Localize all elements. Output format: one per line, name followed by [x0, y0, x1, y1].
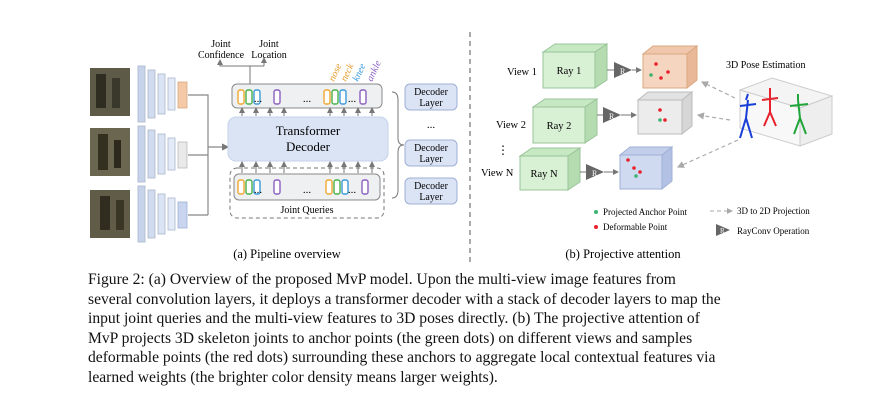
- query-token: [361, 179, 369, 195]
- view-n-label: View N: [481, 168, 514, 179]
- feature-stack-2: [137, 125, 188, 183]
- query-token: [253, 89, 261, 105]
- views-vdots: ⋮: [497, 143, 509, 157]
- query-token: [341, 179, 349, 195]
- svg-text:R: R: [620, 67, 626, 76]
- subcaption-a: (a) Pipeline overview: [233, 247, 341, 261]
- svg-text:R: R: [592, 169, 598, 178]
- decoder-brace: [391, 91, 405, 199]
- svg-text:Ray 2: Ray 2: [547, 121, 572, 132]
- input-ellipsis: ...: [303, 184, 312, 196]
- caption-line: input joint queries and the multi-view f…: [88, 310, 700, 328]
- feature-cube-2: [636, 90, 694, 136]
- input-dots: ...: [254, 184, 263, 196]
- query-token: [237, 89, 245, 105]
- projection-arrows: [676, 81, 739, 168]
- transformer-decoder-label-2: Decoder: [286, 139, 331, 154]
- feature-merge-lines: [188, 94, 230, 216]
- query-token: [273, 89, 281, 105]
- input-image-1: [90, 68, 130, 116]
- legend-deformable: Deformable Point: [603, 222, 668, 232]
- transformer-decoder-label: Transformer: [276, 123, 341, 138]
- output-dots: ...: [254, 93, 263, 105]
- ray-box-2: Ray 2: [531, 98, 599, 144]
- feature-stack-1: [137, 65, 188, 123]
- decoder-layer-3: Decoder Layer: [404, 177, 458, 205]
- decoder-layer-ellipsis: ...: [427, 119, 436, 131]
- feature-stack-3: [137, 185, 188, 243]
- ray-box-n: Ray N: [518, 147, 582, 191]
- legend-anchor: Projected Anchor Point: [603, 207, 687, 217]
- input-dots-2: ...: [348, 184, 357, 196]
- svg-text:Ray N: Ray N: [530, 169, 558, 180]
- svg-text:R: R: [720, 227, 725, 235]
- joint-location-label: Joint: [259, 39, 279, 50]
- rayconv-1: R: [614, 62, 632, 78]
- input-image-3: [90, 190, 130, 238]
- svg-text:Decoder: Decoder: [414, 181, 449, 192]
- query-token: [333, 179, 341, 195]
- joint-location-label-2: Location: [251, 50, 287, 61]
- ray-box-1: Ray 1: [541, 43, 609, 89]
- query-token: [331, 89, 339, 105]
- svg-text:Decoder: Decoder: [414, 87, 449, 98]
- transformer-decoder-box: [227, 116, 389, 162]
- subcaption-b: (b) Projective attention: [565, 247, 681, 261]
- caption-line: Figure 2: (a) Overview of the proposed M…: [88, 271, 676, 288]
- skeleton-blue: [739, 93, 757, 139]
- output-heads: [217, 57, 267, 84]
- joint-confidence-label: Joint: [211, 39, 231, 50]
- skeleton-green: [789, 94, 809, 135]
- svg-text:Layer: Layer: [419, 192, 443, 203]
- svg-text:R: R: [609, 112, 615, 121]
- query-token: [273, 179, 281, 195]
- joint-label-ankle: ankle: [365, 58, 384, 83]
- svg-text:Layer: Layer: [419, 154, 443, 165]
- rayconv-2: R: [603, 107, 621, 123]
- decoder-layer-1: Decoder Layer: [404, 83, 458, 111]
- figure-caption: Figure 2: (a) Overview of the proposed M…: [88, 270, 848, 388]
- svg-text:Layer: Layer: [419, 98, 443, 109]
- caption-line: several convolution layers, it deploys a…: [88, 290, 721, 308]
- legend: Projected Anchor Point Deformable Point …: [594, 206, 810, 236]
- query-arrows: [239, 107, 375, 173]
- joint-queries-frame: [229, 167, 385, 219]
- query-token: [245, 179, 253, 195]
- figure-2: Transformer Decoder ... ... ... ... ... …: [90, 32, 834, 262]
- legend-projection: 3D to 2D Projection: [737, 206, 810, 216]
- caption-line: deformable points (the red dots) surroun…: [88, 349, 716, 367]
- query-token: [359, 89, 367, 105]
- view-2-label: View 2: [496, 120, 526, 131]
- query-boxes: [237, 89, 369, 195]
- joint-confidence-label-2: Confidence: [198, 50, 245, 61]
- pose-3d-plot: [738, 77, 834, 147]
- view-1-label: View 1: [507, 67, 537, 78]
- query-token: [253, 179, 261, 195]
- projective-attention: Ray 1 Ray 2 Ray N View 1 View 2 View N ⋮…: [481, 43, 834, 261]
- query-token: [339, 89, 347, 105]
- ray-connectors: [580, 67, 642, 175]
- svg-text:Decoder: Decoder: [414, 143, 449, 154]
- query-token: [325, 179, 333, 195]
- feature-cube-n: [618, 145, 674, 191]
- legend-rayconv: RayConv Operation: [737, 226, 810, 236]
- sample-points: [626, 62, 670, 178]
- rayconv-n: R: [586, 164, 604, 180]
- feature-cube-1: [641, 44, 699, 90]
- pipeline-overview: Transformer Decoder ... ... ... ... ... …: [90, 39, 458, 261]
- decoder-layer-2: Decoder Layer: [404, 139, 458, 167]
- query-token: [245, 89, 253, 105]
- skeleton-red: [761, 88, 779, 127]
- pose-title: 3D Pose Estimation: [726, 60, 805, 71]
- output-dots-2: ...: [348, 93, 357, 105]
- input-image-2: [90, 128, 130, 176]
- joint-queries-label: Joint Queries: [280, 205, 333, 216]
- output-ellipsis: ...: [303, 93, 312, 105]
- query-token: [237, 179, 245, 195]
- caption-line: learned weights (the brighter color dens…: [88, 368, 498, 386]
- caption-line: MvP projects 3D skeleton joints to ancho…: [88, 329, 693, 347]
- query-token: [323, 89, 331, 105]
- svg-text:Ray 1: Ray 1: [557, 66, 582, 77]
